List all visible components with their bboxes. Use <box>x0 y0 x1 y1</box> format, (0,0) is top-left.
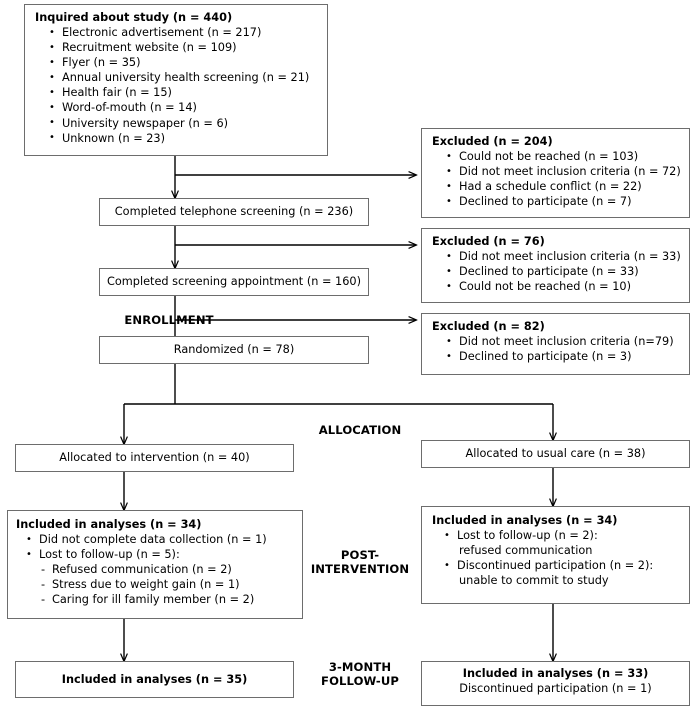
telephone-screening-label: Completed telephone screening (n = 236) <box>114 205 354 218</box>
box-post-intervention-usual-care: Included in analyses (n = 34) Lost to fo… <box>421 506 690 604</box>
list-item: Electronic advertisement (n = 217) <box>49 24 319 40</box>
list-item: Refused communication (n = 2) <box>41 562 294 577</box>
list-item: Lost to follow-up (n = 5): <box>26 547 294 562</box>
list-item: Did not complete data collection (n = 1) <box>26 531 294 547</box>
box-followup-usual-care: Included in analyses (n = 33) Discontinu… <box>421 661 690 706</box>
list-item: Declined to participate (n = 3) <box>446 349 681 364</box>
post-right-cont-1: refused communication <box>459 544 593 558</box>
post-right-list-2: Discontinued participation (n = 2): <box>432 558 681 573</box>
box-excluded-telephone-screening: Excluded (n = 204) Could not be reached … <box>421 128 690 218</box>
post-left-list: Did not complete data collection (n = 1)… <box>16 531 294 562</box>
stage-label-3-month-follow-up: 3-MONTH FOLLOW-UP <box>305 660 415 688</box>
post-intervention-line-1: POST- <box>340 548 380 562</box>
followup-right-header: Included in analyses (n = 33) <box>462 667 649 680</box>
post-right-list: Lost to follow-up (n = 2): <box>432 527 681 543</box>
box-completed-telephone-screening: Completed telephone screening (n = 236) <box>99 198 369 226</box>
post-intervention-line-2: INTERVENTION <box>310 562 410 576</box>
excluded-3-list: Did not meet inclusion criteria (n=79) D… <box>432 333 681 364</box>
excluded-2-list: Did not meet inclusion criteria (n = 33)… <box>432 248 681 294</box>
list-item: University newspaper (n = 6) <box>49 115 319 131</box>
followup-line-1: 3-MONTH <box>328 660 392 674</box>
list-item: Stress due to weight gain (n = 1) <box>41 577 294 592</box>
list-item: Flyer (n = 35) <box>49 55 319 70</box>
box-allocated-intervention: Allocated to intervention (n = 40) <box>15 444 294 472</box>
stage-label-post-intervention: POST- INTERVENTION <box>300 548 420 576</box>
list-item: Declined to participate (n = 7) <box>446 194 681 209</box>
list-item: Could not be reached (n = 103) <box>446 148 681 164</box>
excluded-2-header: Excluded (n = 76) <box>432 235 545 248</box>
list-item: Did not meet inclusion criteria (n=79) <box>446 333 681 349</box>
excluded-1-list: Could not be reached (n = 103) Did not m… <box>432 148 681 209</box>
followup-line-2: FOLLOW-UP <box>321 674 399 688</box>
followup-left-header: Included in analyses (n = 35) <box>61 673 248 686</box>
box-followup-intervention: Included in analyses (n = 35) <box>15 661 294 698</box>
list-item: Health fair (n = 15) <box>49 85 319 100</box>
list-item: Had a schedule conflict (n = 22) <box>446 179 681 194</box>
list-item: Caring for ill family member (n = 2) <box>41 592 294 607</box>
box-excluded-screening-appointment: Excluded (n = 76) Did not meet inclusion… <box>421 228 690 303</box>
allocation-right-label: Allocated to usual care (n = 38) <box>465 447 646 460</box>
randomized-label: Randomized (n = 78) <box>173 343 295 356</box>
list-item: Did not meet inclusion criteria (n = 33) <box>446 248 681 264</box>
box-randomized: Randomized (n = 78) <box>99 336 369 364</box>
list-item: Word-of-mouth (n = 14) <box>49 100 319 115</box>
box-excluded-randomization: Excluded (n = 82) Did not meet inclusion… <box>421 313 690 375</box>
list-item: Recruitment website (n = 109) <box>49 40 319 55</box>
post-right-cont-2: unable to commit to study <box>459 574 609 588</box>
post-left-header: Included in analyses (n = 34) <box>16 518 202 531</box>
list-item: Declined to participate (n = 33) <box>446 264 681 279</box>
list-item: Discontinued participation (n = 2): <box>444 558 681 573</box>
box-allocated-usual-care: Allocated to usual care (n = 38) <box>421 440 690 468</box>
allocation-left-label: Allocated to intervention (n = 40) <box>59 451 250 464</box>
list-item: Unknown (n = 23) <box>49 130 319 146</box>
stage-label-allocation: ALLOCATION <box>318 423 402 437</box>
list-item: Could not be reached (n = 10) <box>446 279 681 294</box>
screening-appointment-label: Completed screening appointment (n = 160… <box>106 275 362 288</box>
excluded-1-header: Excluded (n = 204) <box>432 135 553 148</box>
post-left-sublist: Refused communication (n = 2) Stress due… <box>16 562 294 607</box>
excluded-3-header: Excluded (n = 82) <box>432 320 545 333</box>
list-item: Lost to follow-up (n = 2): <box>444 527 681 543</box>
list-item: Did not meet inclusion criteria (n = 72) <box>446 164 681 179</box>
list-item: Annual university health screening (n = … <box>49 70 319 85</box>
inquired-list: Electronic advertisement (n = 217) Recru… <box>35 24 319 146</box>
box-inquired-about-study: Inquired about study (n = 440) Electroni… <box>24 4 328 156</box>
box-completed-screening-appointment: Completed screening appointment (n = 160… <box>99 268 369 296</box>
inquired-header: Inquired about study (n = 440) <box>35 11 233 24</box>
post-right-header: Included in analyses (n = 34) <box>432 514 618 527</box>
stage-label-enrollment: ENROLLMENT <box>124 313 214 327</box>
followup-right-sub: Discontinued participation (n = 1) <box>459 682 652 695</box>
box-post-intervention-intervention: Included in analyses (n = 34) Did not co… <box>7 510 303 619</box>
